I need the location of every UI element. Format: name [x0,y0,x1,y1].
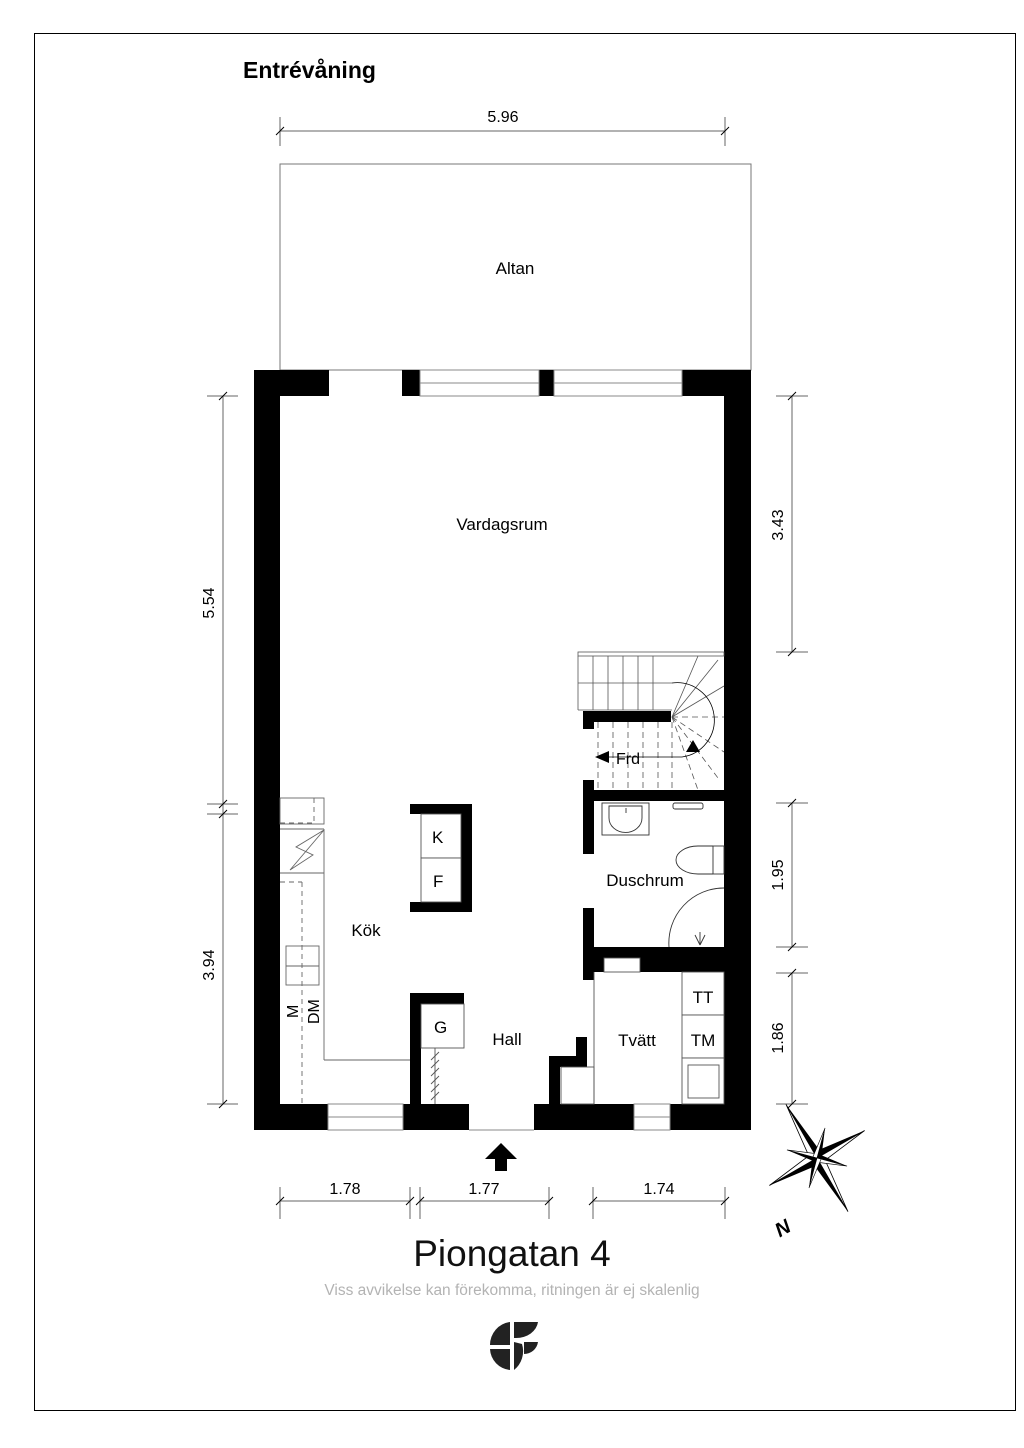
appliance-label-dm: DM [306,999,323,1024]
page-frame [34,33,1016,1411]
floor-title: Entrévåning [243,57,376,83]
disclaimer-text: Viss avvikelse kan förekomma, ritningen … [324,1282,700,1299]
appliance-label-k: K [432,828,444,847]
stair-up-arrow-icon [686,740,700,752]
interior-walls [410,711,724,1104]
stair-direction-arrow-icon [595,751,609,763]
closet-g [420,1003,465,1104]
compass-rose-icon [769,1104,865,1212]
brand-logo-icon [489,1322,538,1370]
address-title: Piongatan 4 [413,1233,611,1274]
appliance-label-tm: TM [691,1031,716,1050]
appliance-label-m: M [285,1005,302,1018]
appliance-label-f: F [433,872,443,891]
dimension-right-upper-label: 3.43 [770,509,787,540]
exterior-walls [254,370,751,1130]
room-label-vardagsrum: Vardagsrum [456,515,547,534]
room-label-tvatt: Tvätt [618,1031,656,1050]
dimension-bottom-middle-label: 1.77 [468,1181,499,1198]
room-label-duschrum: Duschrum [606,871,683,890]
room-label-frd: Frd [616,751,640,768]
room-label-altan: Altan [496,259,535,278]
kitchen-counter [279,797,410,1104]
dimension-bottom-left-label: 1.78 [329,1181,360,1198]
bathroom-fixtures [601,802,725,948]
entrance-arrow-icon [485,1143,517,1171]
dimension-left-lower-label: 3.94 [201,949,218,980]
appliance-label-tt: TT [693,988,714,1007]
room-label-kok: Kök [351,921,381,940]
room-label-hall: Hall [492,1030,521,1049]
dimension-top [275,117,730,146]
laundry-fixtures [560,957,725,1105]
dimension-bottom-right-label: 1.74 [643,1181,674,1198]
dimension-right-middle-label: 1.95 [770,859,787,890]
dimension-right [776,391,808,1109]
kitchen-island [420,813,462,903]
dimension-top-label: 5.96 [487,109,518,126]
dimension-right-lower-label: 1.86 [770,1022,787,1053]
appliance-label-g: G [434,1018,447,1037]
dimension-left-upper-label: 5.54 [201,587,218,618]
windows [327,369,683,1131]
staircase [577,651,725,791]
dimension-left [207,391,238,1109]
dimension-bottom [275,1187,730,1219]
